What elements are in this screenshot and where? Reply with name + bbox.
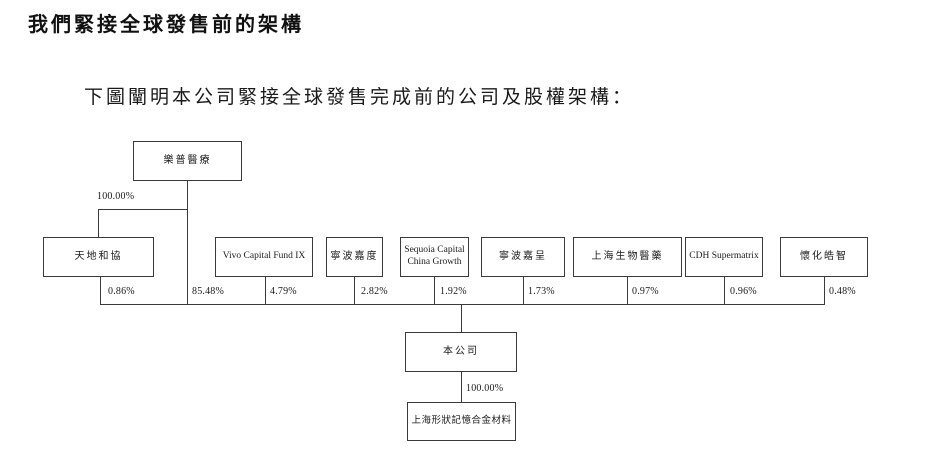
- entity-box-shanghai-bio: 上海生物醫藥: [573, 237, 682, 277]
- entity-box-huaihua-haozhi: 懷化皓智: [780, 237, 868, 277]
- pct-vivo-in-company: 4.79%: [270, 286, 297, 297]
- connector-jiacheng-drop: [523, 277, 524, 304]
- entity-box-shanghai-shape-memory: 上海形狀記憶合金材料: [407, 402, 516, 441]
- intro-paragraph: 下圖闡明本公司緊接全球發售完成前的公司及股權架構：: [84, 87, 635, 108]
- pct-huaihua-in-company: 0.48%: [829, 286, 856, 297]
- connector-parent-tiandi-horizontal: [98, 209, 188, 210]
- entity-label: 本公司: [443, 345, 479, 357]
- entity-box-vivo-capital: Vivo Capital Fund IX: [215, 237, 313, 277]
- connector-huaihua-drop: [824, 277, 825, 304]
- entity-box-cdh-supermatrix: CDH Supermatrix: [685, 237, 763, 277]
- entity-box-ningbo-jiadu: 寧波嘉度: [326, 237, 383, 277]
- pct-jiadu-in-company: 2.82%: [361, 286, 388, 297]
- connector-company-subsidiary: [461, 372, 462, 402]
- entity-label: CDH Supermatrix: [689, 251, 759, 262]
- entity-box-sequoia-capital: Sequoia Capital China Growth: [400, 237, 469, 277]
- entity-label: 寧波嘉呈: [499, 250, 547, 262]
- entity-label: 天地和協: [74, 250, 123, 262]
- entity-label: 寧波嘉度: [330, 250, 379, 262]
- entity-label: Sequoia Capital China Growth: [404, 245, 465, 267]
- pct-cdh-in-company: 0.96%: [730, 286, 757, 297]
- entity-box-ningbo-jiacheng: 寧波嘉呈: [481, 237, 565, 277]
- connector-cdh-drop: [724, 277, 725, 304]
- entity-label: Vivo Capital Fund IX: [222, 251, 306, 262]
- connector-bus-company: [461, 305, 462, 332]
- entity-box-tiandi-hexie: 天地和協: [43, 237, 154, 277]
- connector-tiandi-drop: [100, 277, 101, 304]
- connector-parent-down: [187, 181, 188, 304]
- connector-parent-tiandi-vertical: [98, 210, 99, 237]
- entity-label: 懷化皓智: [800, 250, 848, 262]
- pct-parent-in-company: 85.48%: [192, 286, 225, 297]
- entity-label: 樂普醫療: [163, 154, 212, 166]
- pct-parent-in-tiandi: 100.00%: [97, 191, 135, 202]
- entity-label: 上海生物醫藥: [591, 250, 664, 262]
- page-title: 我們緊接全球發售前的架構: [28, 14, 304, 36]
- connector-jiadu-drop: [354, 277, 355, 304]
- entity-label: 上海形狀記憶合金材料: [411, 415, 512, 426]
- pct-tiandi-in-company: 0.86%: [108, 286, 135, 297]
- connector-sequoia-drop: [434, 277, 435, 304]
- connector-bus-horizontal: [100, 304, 825, 305]
- pct-company-in-subsidiary: 100.00%: [466, 383, 504, 394]
- connector-vivo-drop: [265, 277, 266, 304]
- pct-jiacheng-in-company: 1.73%: [528, 286, 555, 297]
- entity-box-lepu-medical: 樂普醫療: [133, 141, 242, 181]
- pct-sequoia-in-company: 1.92%: [440, 286, 467, 297]
- connector-shanghai-bio-drop: [627, 277, 628, 304]
- entity-box-company: 本公司: [405, 332, 517, 372]
- pct-shanghai-bio-in-company: 0.97%: [632, 286, 659, 297]
